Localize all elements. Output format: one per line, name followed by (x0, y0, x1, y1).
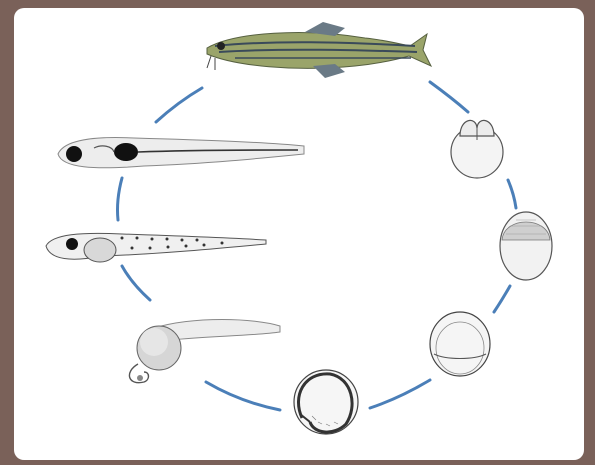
one-cell-egg-icon (442, 112, 512, 182)
hatching-larva-icon (42, 224, 272, 274)
gastrula-egg-icon (426, 308, 496, 383)
arc-gastrula-to-segmentation (370, 380, 430, 408)
arc-hatching-to-larva (118, 178, 123, 220)
arc-fish-to-egg (430, 82, 468, 112)
segmentation-embryo-icon (286, 362, 366, 442)
adult-fish-icon (195, 16, 435, 86)
arc-blastula-to-gastrula (494, 286, 510, 312)
early-larva-icon (54, 130, 314, 180)
arc-egg-to-blastula (508, 180, 516, 208)
arc-larva-to-fish (156, 88, 202, 122)
blastula-egg-icon (492, 206, 562, 286)
pharyngula-embryo-icon (114, 308, 284, 388)
